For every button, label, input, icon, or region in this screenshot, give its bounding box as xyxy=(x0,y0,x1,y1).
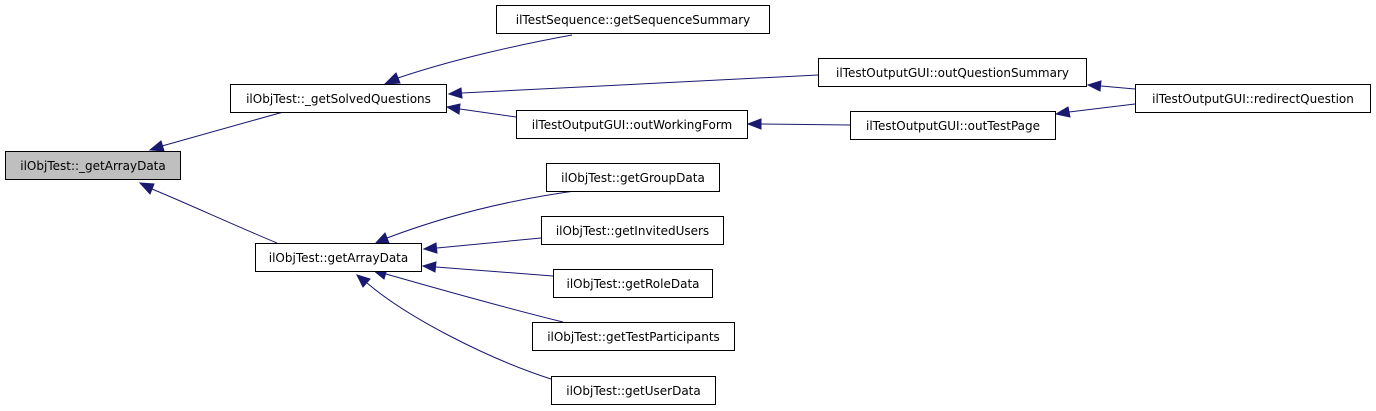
edge-solved-to-root xyxy=(161,110,288,147)
arrowhead-outqs-from-redirect xyxy=(1086,80,1102,92)
arrowhead-outtp-from-redirect xyxy=(1054,106,1071,118)
node-root-get-array-data: ilObjTest::_getArrayData xyxy=(5,151,181,180)
arrowhead-outwf-from-outtp xyxy=(746,118,762,130)
edge-invited-to-arraydata xyxy=(436,237,542,249)
arrowhead-arraydata-from-userdata xyxy=(356,274,371,288)
arrowhead-arraydata-from-roledata xyxy=(421,261,437,273)
arrowhead-solved-from-seqsum xyxy=(383,72,401,85)
node-get-test-participants[interactable]: ilObjTest::getTestParticipants xyxy=(532,322,735,351)
edge-redirect-to-outtp xyxy=(1068,103,1136,113)
arrowhead-solved-from-outqs xyxy=(447,87,463,99)
node-get-solved-questions[interactable]: ilObjTest::_getSolvedQuestions xyxy=(230,84,447,113)
arrowhead-root-from-arraydata xyxy=(138,182,155,195)
edge-outtp-to-outwf xyxy=(760,123,851,126)
node-get-role-data[interactable]: ilObjTest::getRoleData xyxy=(553,269,713,298)
edge-seqsum-to-solved xyxy=(397,34,573,79)
node-get-invited-users[interactable]: ilObjTest::getInvitedUsers xyxy=(541,216,724,245)
node-redirect-question[interactable]: ilTestOutputGUI::redirectQuestion xyxy=(1135,84,1371,113)
node-get-user-data[interactable]: ilObjTest::getUserData xyxy=(551,376,716,405)
edge-outqs-to-solved xyxy=(461,74,819,94)
edge-participants-to-arraydata xyxy=(385,273,564,323)
edge-redirect-to-outqs xyxy=(1100,85,1136,90)
edge-groupdata-to-arraydata xyxy=(386,189,583,239)
node-get-sequence-summary[interactable]: ilTestSequence::getSequenceSummary xyxy=(496,5,770,34)
node-out-working-form[interactable]: ilTestOutputGUI::outWorkingForm xyxy=(516,110,748,139)
edge-outwf-to-solved xyxy=(459,108,517,118)
node-out-question-summary[interactable]: ilTestOutputGUI::outQuestionSummary xyxy=(818,58,1087,87)
edge-arraydata-to-root xyxy=(151,188,278,244)
arrowhead-root-from-solved xyxy=(148,140,165,152)
node-get-array-data[interactable]: ilObjTest::getArrayData xyxy=(255,243,422,272)
edge-roledata-to-arraydata xyxy=(435,266,554,277)
arrowhead-solved-from-outwf xyxy=(445,103,461,115)
node-get-group-data[interactable]: ilObjTest::getGroupData xyxy=(546,163,720,192)
node-out-test-page[interactable]: ilTestOutputGUI::outTestPage xyxy=(850,111,1056,140)
edge-userdata-to-arraydata xyxy=(366,282,552,380)
arrowhead-arraydata-from-invited xyxy=(422,242,438,254)
